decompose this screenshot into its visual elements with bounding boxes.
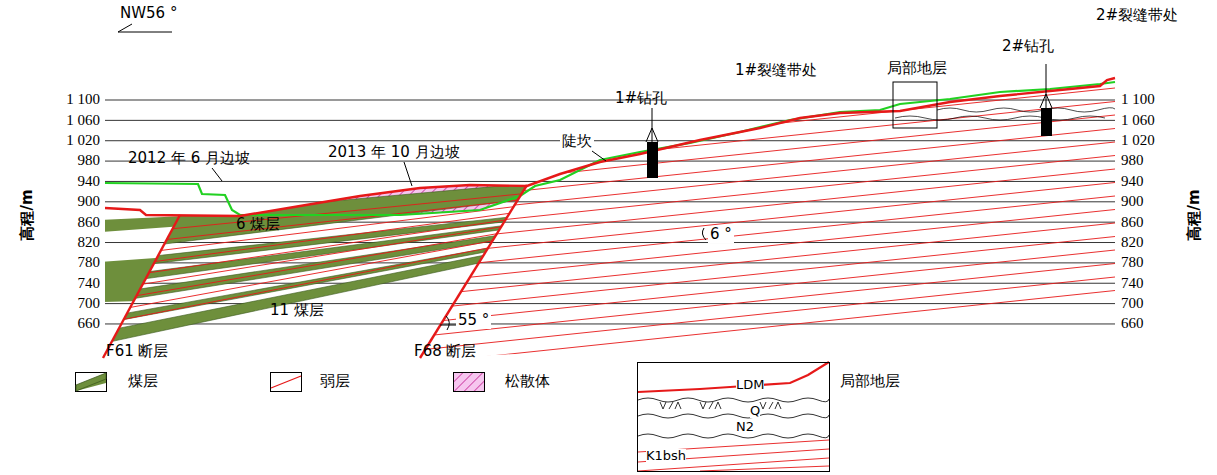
axis-title: 高程/m xyxy=(19,189,36,240)
section-label: 2012 年 6 月边坡 xyxy=(128,150,250,167)
elevation-tick: 980 xyxy=(78,152,101,169)
section-label: 1#钻孔 xyxy=(615,90,667,107)
section-label: 2#钻孔 xyxy=(1002,38,1054,55)
legend-swatch xyxy=(270,372,302,392)
elevation-tick: 1 020 xyxy=(1121,132,1155,149)
section-label: 55 ° xyxy=(456,312,491,329)
elevation-tick: 1 100 xyxy=(1121,91,1155,108)
elevation-tick: 900 xyxy=(1121,193,1144,210)
elevation-tick: 1 020 xyxy=(66,132,100,149)
direction-label: NW56 ° xyxy=(120,5,177,22)
section-label: F61 断层 xyxy=(106,343,168,360)
inset-box: 局部地层LDMQN2K1bsh xyxy=(637,362,830,472)
elevation-tick: 1 060 xyxy=(66,112,100,129)
legend-text: 煤层 xyxy=(128,373,158,390)
elevation-tick: 860 xyxy=(78,214,101,231)
stratum-code: K1bsh xyxy=(646,449,686,463)
elevation-tick: 820 xyxy=(1121,234,1144,251)
elevation-tick: 1 100 xyxy=(66,91,100,108)
inset-title: 局部地层 xyxy=(840,373,900,390)
section-label: 2013 年 10 月边坡 xyxy=(328,144,460,161)
elevation-tick: 860 xyxy=(1121,214,1144,231)
elevation-tick: 700 xyxy=(78,295,101,312)
legend-swatch xyxy=(453,372,485,392)
section-label: 局部地层 xyxy=(887,60,947,77)
stratum-code: LDM xyxy=(736,378,764,392)
stratum-code: N2 xyxy=(736,420,754,434)
elevation-tick: 660 xyxy=(78,315,101,332)
elevation-tick: 980 xyxy=(1121,152,1144,169)
stratum-code: Q xyxy=(750,404,760,418)
section-label: 2#裂缝带处 xyxy=(1096,7,1178,24)
section-label: 陡坎 xyxy=(560,133,594,150)
section-label: 6 煤层 xyxy=(236,216,280,233)
elevation-tick: 780 xyxy=(1121,254,1144,271)
section-label: 1#裂缝带处 xyxy=(735,62,817,79)
section-label: F68 断层 xyxy=(414,343,476,360)
elevation-tick: 740 xyxy=(1121,275,1144,292)
section-label: 6 ° xyxy=(708,226,734,243)
elevation-tick: 780 xyxy=(78,254,101,271)
legend-swatch xyxy=(75,372,107,392)
axis-title: 高程/m xyxy=(1186,189,1203,240)
elevation-tick: 940 xyxy=(1121,173,1144,190)
elevation-tick: 820 xyxy=(78,234,101,251)
section-label: 11 煤层 xyxy=(270,302,324,319)
legend-text: 松散体 xyxy=(505,373,550,390)
elevation-tick: 1 060 xyxy=(1121,112,1155,129)
elevation-tick: 940 xyxy=(78,173,101,190)
elevation-tick: 740 xyxy=(78,275,101,292)
legend-text: 弱层 xyxy=(320,373,350,390)
elevation-tick: 700 xyxy=(1121,295,1144,312)
elevation-tick: 900 xyxy=(78,193,101,210)
elevation-tick: 660 xyxy=(1121,315,1144,332)
